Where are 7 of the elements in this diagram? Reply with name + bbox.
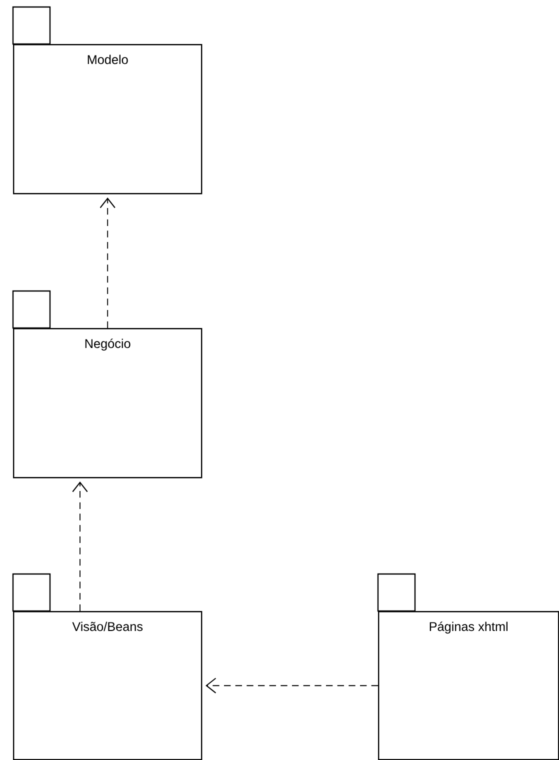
package-box: Negócio	[12, 290, 202, 478]
package-box: Visão/Beans	[12, 573, 202, 760]
package-box: Páginas xhtml	[377, 573, 559, 760]
package-box: Modelo	[12, 6, 202, 194]
dependency-arrow	[72, 482, 88, 612]
dependency-arrow	[206, 678, 378, 694]
dependency-arrow	[100, 198, 116, 328]
